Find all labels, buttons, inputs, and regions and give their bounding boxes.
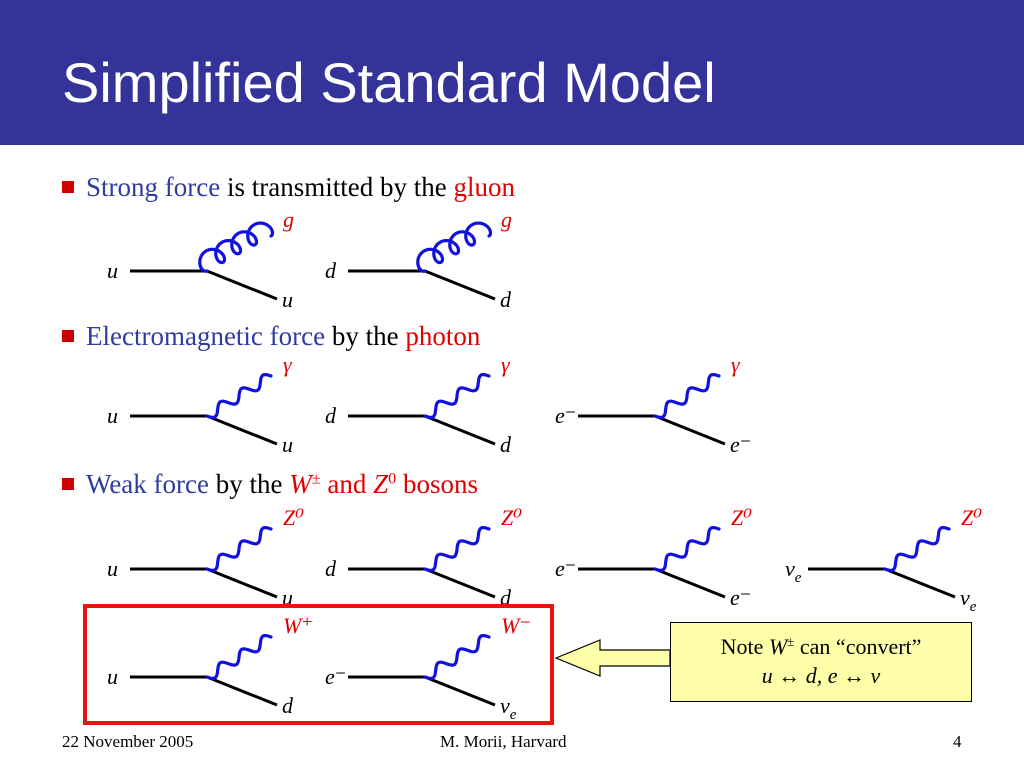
photon-line	[653, 373, 721, 419]
outgoing-particle-label: e⁻	[730, 432, 751, 457]
boson-label: Z⁰	[283, 505, 304, 530]
boson-label: γ	[501, 352, 511, 377]
footer-page-number: 4	[953, 732, 962, 751]
outgoing-fermion-line	[654, 414, 726, 446]
vertex-weak_w-0	[130, 634, 278, 707]
zboson-line	[205, 526, 273, 572]
bullet-text-strong: is transmitted by the	[220, 172, 454, 202]
vertex-weak_w-1	[348, 634, 496, 707]
vertex-em-0	[130, 373, 278, 446]
note-box: Note W± can “convert” u ↔ d, e ↔ ν	[670, 622, 972, 702]
boson-label: W⁺	[283, 613, 313, 638]
outgoing-particle-label: νe	[960, 585, 977, 615]
outgoing-fermion-line	[884, 567, 956, 599]
gluon-line	[416, 221, 493, 273]
incoming-particle-label: u	[107, 556, 118, 581]
vertex-weak_z-3	[808, 526, 956, 599]
arrow-left-icon	[554, 639, 671, 677]
zboson-line	[653, 526, 721, 572]
vertex-strong-1	[348, 221, 496, 301]
outgoing-particle-label: d	[500, 585, 512, 610]
w-boson-highlight-box	[83, 604, 554, 725]
force-name-weak: Weak force	[86, 469, 209, 499]
gluon-line	[198, 221, 275, 273]
bullet-em: Electromagnetic force by the photon	[62, 321, 480, 352]
outgoing-fermion-line	[654, 567, 726, 599]
incoming-particle-label: d	[325, 258, 337, 283]
outgoing-fermion-line	[206, 675, 278, 707]
outgoing-particle-label: u	[282, 585, 293, 610]
bullet-weak: Weak force by the W± and Z0 bosons	[62, 469, 478, 500]
incoming-particle-label: u	[107, 664, 118, 689]
incoming-particle-label: d	[325, 403, 337, 428]
vertex-weak_z-1	[348, 526, 496, 599]
carrier-photon: photon	[405, 321, 481, 351]
incoming-particle-label: νe	[785, 556, 802, 586]
carrier-weak-bosons: W± and Z0 bosons	[289, 469, 479, 499]
outgoing-fermion-line	[424, 414, 496, 446]
outgoing-particle-label: νe	[500, 693, 517, 723]
vertex-strong-0	[130, 221, 278, 301]
vertex-em-2	[578, 373, 726, 446]
boson-label: γ	[283, 352, 293, 377]
footer-author: M. Morii, Harvard	[440, 732, 567, 751]
boson-label: Z⁰	[731, 505, 752, 530]
bullet-text-weak: by the	[209, 469, 290, 499]
outgoing-particle-label: d	[500, 432, 512, 457]
vertex-em-1	[348, 373, 496, 446]
incoming-particle-label: e⁻	[555, 556, 576, 581]
outgoing-fermion-line	[206, 269, 278, 301]
photon-line	[205, 373, 273, 419]
wboson-line	[423, 634, 491, 680]
wboson-line	[205, 634, 273, 680]
force-name-strong: Strong force	[86, 172, 221, 202]
outgoing-fermion-line	[206, 567, 278, 599]
outgoing-particle-label: d	[282, 693, 294, 718]
outgoing-particle-label: u	[282, 287, 293, 312]
slide-title: Simplified Standard Model	[62, 51, 716, 114]
bullet-strong: Strong force is transmitted by the gluon	[62, 172, 515, 203]
carrier-gluon: gluon	[453, 172, 515, 202]
boson-label: Z⁰	[501, 505, 522, 530]
bullet-square-icon	[62, 330, 74, 342]
incoming-particle-label: e⁻	[325, 664, 346, 689]
boson-label: γ	[731, 352, 741, 377]
boson-label: g	[283, 207, 294, 232]
outgoing-particle-label: e⁻	[730, 585, 751, 610]
outgoing-fermion-line	[424, 567, 496, 599]
vertex-weak_z-0	[130, 526, 278, 599]
incoming-particle-label: e⁻	[555, 403, 576, 428]
boson-label: W⁻	[501, 613, 531, 638]
bullet-square-icon	[62, 181, 74, 193]
incoming-particle-label: u	[107, 258, 118, 283]
note-line-1: Note W± can “convert”	[720, 634, 922, 659]
zboson-line	[883, 526, 951, 572]
photon-line	[423, 373, 491, 419]
note-line-2: u ↔ d, e ↔ ν	[761, 663, 881, 688]
outgoing-particle-label: u	[282, 432, 293, 457]
boson-label: g	[501, 207, 512, 232]
force-name-em: Electromagnetic force	[86, 321, 326, 351]
outgoing-fermion-line	[424, 675, 496, 707]
footer-date: 22 November 2005	[62, 732, 194, 751]
bullet-square-icon	[62, 478, 74, 490]
title-bar: Simplified Standard Model	[0, 0, 1024, 145]
outgoing-particle-label: d	[500, 287, 512, 312]
outgoing-fermion-line	[424, 269, 496, 301]
zboson-line	[423, 526, 491, 572]
bullet-text-em: by the	[325, 321, 406, 351]
outgoing-fermion-line	[206, 414, 278, 446]
boson-label: Z⁰	[961, 505, 982, 530]
incoming-particle-label: u	[107, 403, 118, 428]
vertex-weak_z-2	[578, 526, 726, 599]
incoming-particle-label: d	[325, 556, 337, 581]
